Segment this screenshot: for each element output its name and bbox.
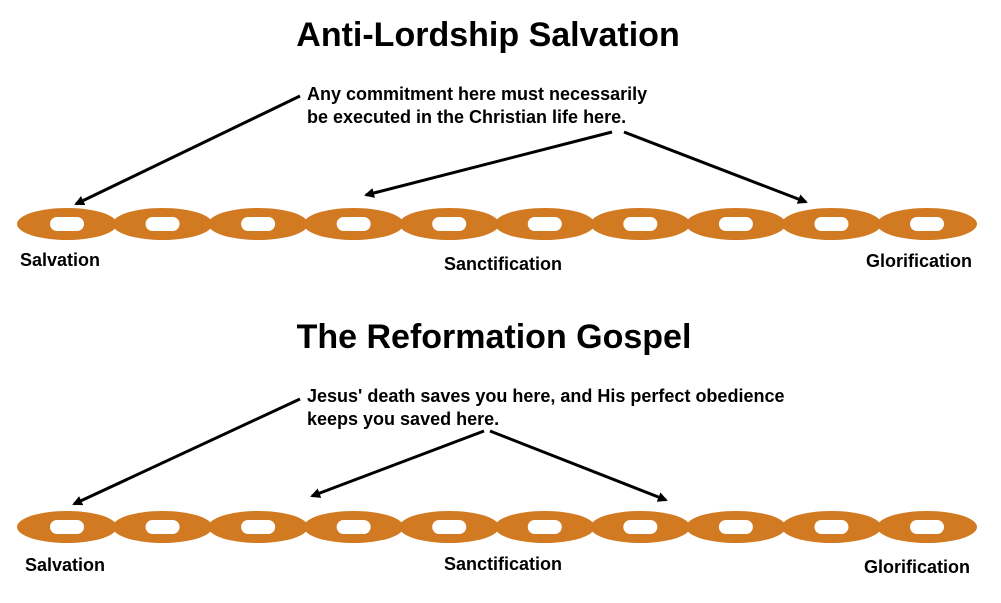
annotation-top: Any commitment here must necessarily be …: [307, 83, 647, 129]
chain-link-hole: [623, 217, 658, 231]
chain-link-hole: [145, 520, 180, 534]
chain-link-hole: [336, 520, 371, 534]
chain-link-hole: [718, 520, 753, 534]
chain-link-hole: [432, 520, 467, 534]
chain-link-hole: [50, 217, 84, 231]
label-salvation-top: Salvation: [20, 250, 101, 270]
chain-link-hole: [336, 217, 371, 231]
title-anti-lordship: Anti-Lordship Salvation: [296, 16, 680, 54]
chain-link-hole: [527, 520, 562, 534]
arrow-to-salvation-top: [74, 94, 301, 206]
arrow-to-glorification-top: [623, 130, 808, 204]
arrow-to-later-link-bottom: [489, 429, 668, 502]
chain-link-hole: [241, 520, 276, 534]
chain-link-hole: [50, 520, 84, 534]
annotation-line-1: Jesus' death saves you here, and His per…: [307, 386, 785, 406]
chain-bottom: [17, 511, 977, 543]
chain-top: [17, 208, 977, 240]
chain-link-hole: [145, 217, 180, 231]
chain-link-hole: [241, 217, 276, 231]
annotation-bottom: Jesus' death saves you here, and His per…: [307, 385, 784, 431]
chain-link-hole: [814, 520, 849, 534]
arrow-to-sanctification-top: [364, 130, 613, 198]
chain-link-hole: [527, 217, 562, 231]
chain-link-hole: [814, 217, 849, 231]
label-salvation-bottom: Salvation: [25, 555, 106, 575]
chain-link-hole: [910, 217, 944, 231]
title-reformation-gospel: The Reformation Gospel: [296, 318, 692, 356]
label-glorification-top: Glorification: [866, 251, 973, 271]
label-glorification-bottom: Glorification: [864, 557, 971, 577]
chain-link-hole: [910, 520, 944, 534]
arrow-to-salvation-bottom: [72, 397, 301, 506]
chain-link-hole: [432, 217, 467, 231]
annotation-line-2: be executed in the Christian life here.: [307, 107, 627, 127]
annotation-line-1: Any commitment here must necessarily: [307, 84, 648, 104]
chain-link-hole: [623, 520, 658, 534]
label-sanctification-bottom: Sanctification: [444, 554, 563, 574]
annotation-line-2: keeps you saved here.: [307, 409, 500, 429]
label-sanctification-top: Sanctification: [444, 254, 563, 274]
arrow-to-sanctification-bottom: [310, 429, 485, 498]
chain-link-hole: [718, 217, 753, 231]
